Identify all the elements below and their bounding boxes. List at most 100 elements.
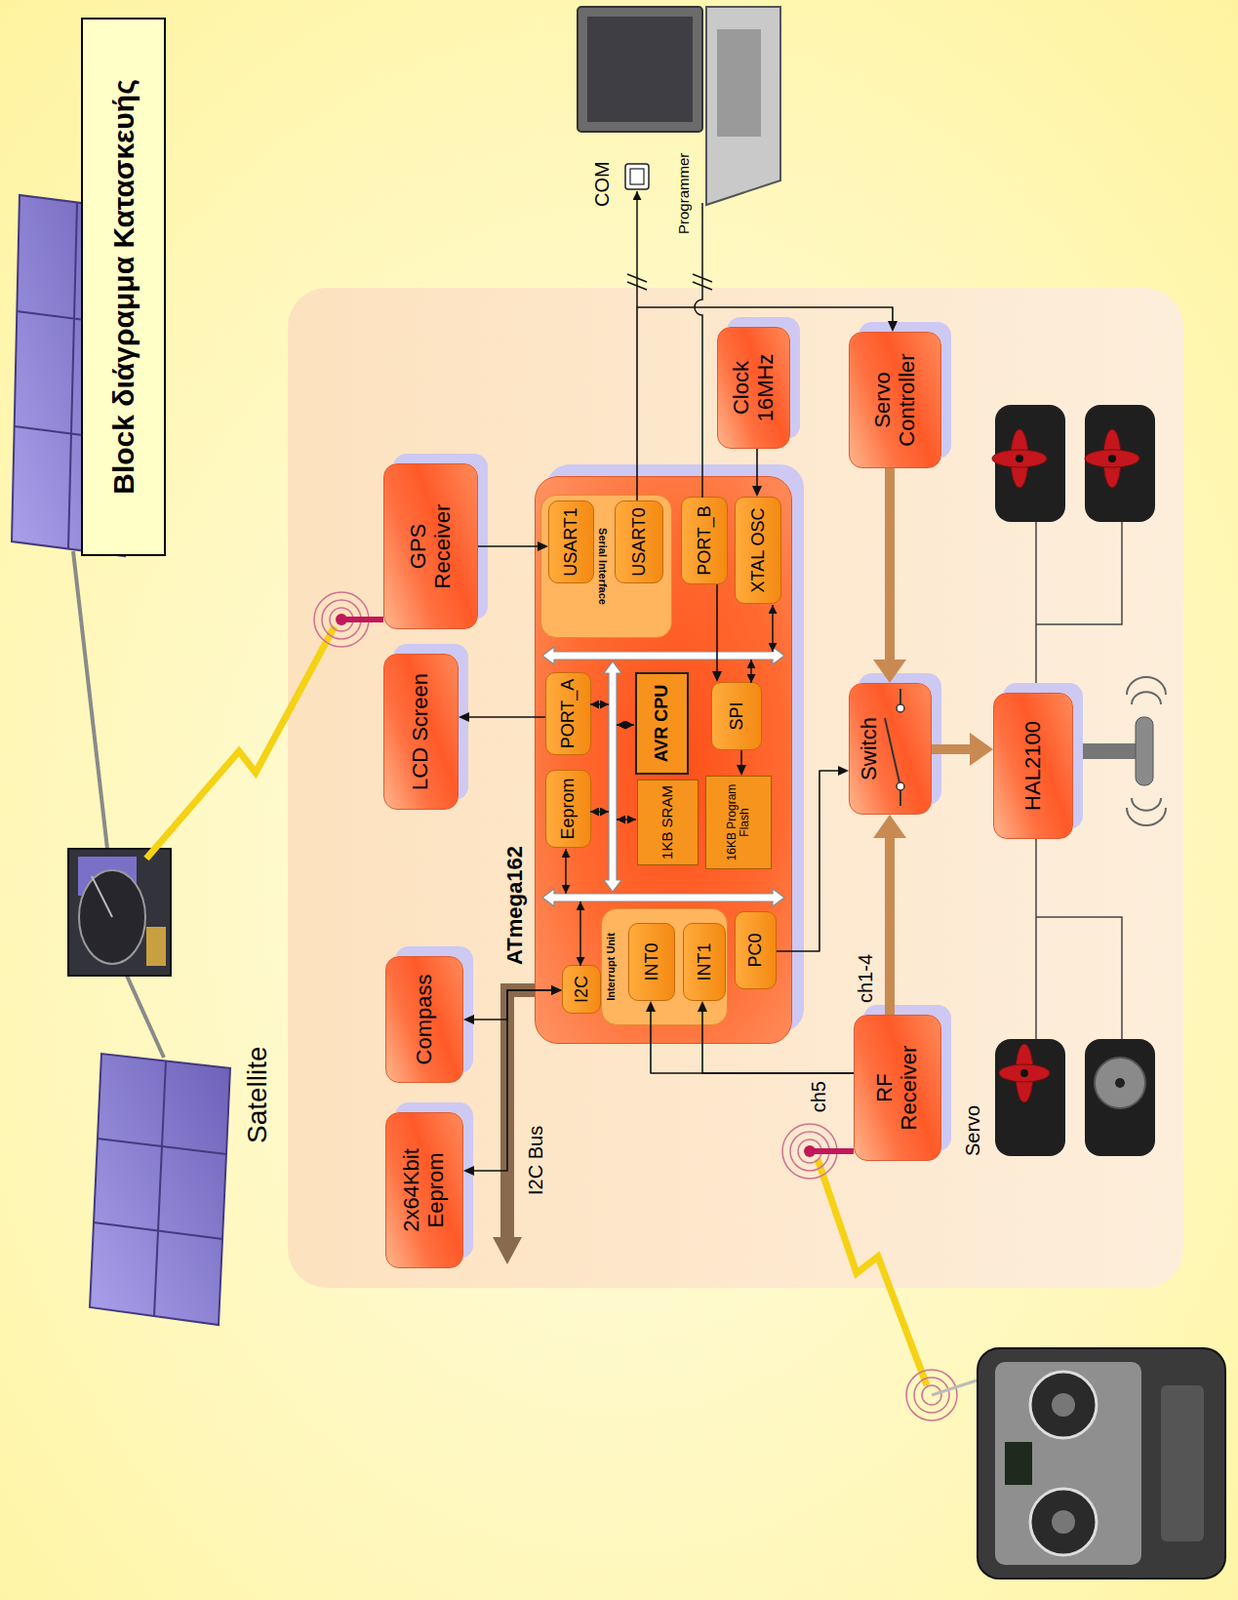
antenna-symbol xyxy=(314,592,958,1421)
transmitter-illustration xyxy=(1004,1441,1033,1485)
connector xyxy=(478,541,549,552)
free-label-box: Satellite xyxy=(241,1045,273,1144)
sensor-box: Compass xyxy=(385,956,464,1083)
node-label: INT1 xyxy=(694,943,715,982)
gps-module: GPS Receiver xyxy=(383,463,479,630)
arrow-head xyxy=(697,1000,708,1012)
node-label: GPS Receiver xyxy=(406,492,455,600)
node-label: PORT_A xyxy=(558,678,578,750)
laptop-illustration xyxy=(717,29,761,137)
connector xyxy=(637,307,898,501)
node-label: PORT_B xyxy=(694,505,715,576)
arrow-head xyxy=(645,1000,656,1012)
connector-line xyxy=(637,307,893,501)
satellite-illustration xyxy=(91,876,113,918)
connector-line xyxy=(467,716,546,719)
radio-link xyxy=(817,1158,927,1386)
gyro-illustration xyxy=(1073,743,1138,759)
connector-line xyxy=(776,770,840,952)
serial-port: USART0 xyxy=(614,500,664,584)
servo-wiring xyxy=(1035,838,1038,1039)
transmitter-illustration xyxy=(1030,1371,1097,1438)
node-label: PC0 xyxy=(745,933,765,968)
controller-box: Servo Controller xyxy=(848,331,942,469)
arrow-head xyxy=(873,814,907,839)
gyro-box: HAL2100 xyxy=(993,692,1074,839)
servo-illustration xyxy=(995,1038,1066,1157)
free-label: Satellite xyxy=(241,1045,273,1144)
bus-link xyxy=(771,604,774,652)
edge-label: ch1-4 xyxy=(854,954,877,1003)
node-label: HAL2100 xyxy=(1021,720,1046,811)
node-label: Switch xyxy=(857,683,882,814)
servo-illustration xyxy=(1115,1078,1125,1088)
antenna-symbol xyxy=(803,1145,816,1158)
servo-illustration xyxy=(1108,454,1117,463)
antenna-symbol xyxy=(341,616,384,623)
servo-illustration xyxy=(1084,404,1156,522)
connector-line xyxy=(472,990,554,1020)
edge-label-box: ch5 xyxy=(807,1080,830,1150)
bus-link xyxy=(579,901,582,966)
clock-box: Clock 16MHz xyxy=(717,326,791,449)
free-label-box: I2C Bus xyxy=(524,1125,547,1196)
bus-link xyxy=(564,848,567,894)
node-label: SPI xyxy=(726,702,747,731)
io-pin: PC0 xyxy=(734,911,777,990)
serial-port: USART1 xyxy=(548,500,595,584)
bus-link xyxy=(590,810,609,813)
transmitter-illustration xyxy=(931,1379,980,1396)
cpu-core: AVR CPU xyxy=(635,672,689,775)
bus-interface: I2C xyxy=(561,964,601,1014)
node-label: Serial Interface xyxy=(597,495,609,638)
title-text: Block διάγραμμα Κατασκευής xyxy=(107,79,141,494)
connector-line xyxy=(756,448,759,488)
node-label: Interrupt Unit xyxy=(604,909,617,1025)
arrow-head xyxy=(458,712,470,722)
external-wire xyxy=(627,191,713,498)
arrow-head xyxy=(736,764,747,776)
node-label: Eeprom xyxy=(558,777,578,839)
gyro-illustration xyxy=(1126,807,1166,826)
arrow-head xyxy=(463,1014,475,1025)
internal-bus xyxy=(542,888,785,907)
connector xyxy=(931,732,994,766)
external-wire xyxy=(692,274,713,282)
arrow-head xyxy=(752,485,762,497)
arrow-head xyxy=(551,985,562,996)
connector xyxy=(463,985,562,1176)
title-box: Block διάγραμμα Κατασκευής xyxy=(80,17,166,557)
satellite-illustration xyxy=(146,926,166,966)
antenna-symbol xyxy=(335,613,348,626)
external-wire xyxy=(636,191,639,308)
internal-bus xyxy=(603,661,622,892)
switch-box: Switch xyxy=(848,682,932,815)
connector xyxy=(712,584,722,682)
connector xyxy=(752,448,762,497)
arrow-head xyxy=(887,320,898,332)
node-label: INT0 xyxy=(641,943,662,982)
transmitter-illustration xyxy=(1030,1488,1097,1556)
laptop-illustration xyxy=(587,16,693,122)
satellite-illustration xyxy=(79,870,146,964)
gyro-illustration xyxy=(1073,677,1166,826)
servo-illustration xyxy=(992,449,1047,468)
servo-wiring xyxy=(1035,521,1038,693)
connector xyxy=(458,712,546,722)
satellite-illustration xyxy=(68,848,171,976)
arrow-head xyxy=(838,765,849,776)
switch-symbol xyxy=(899,790,902,806)
gyro-illustration xyxy=(1131,798,1161,811)
receiver-box: RF Receiver xyxy=(853,1014,942,1161)
bus-link xyxy=(750,659,753,683)
memory-block: 1KB SRAM xyxy=(637,779,699,866)
peripheral-group: Interrupt Unit INT0 INT1 xyxy=(600,908,728,1026)
connector-line xyxy=(716,584,719,674)
edge-label: ch5 xyxy=(807,1080,830,1150)
transmitter-illustration xyxy=(1051,1510,1076,1534)
free-label: Programmer xyxy=(676,153,693,235)
node-label: AVR CPU xyxy=(651,684,672,763)
